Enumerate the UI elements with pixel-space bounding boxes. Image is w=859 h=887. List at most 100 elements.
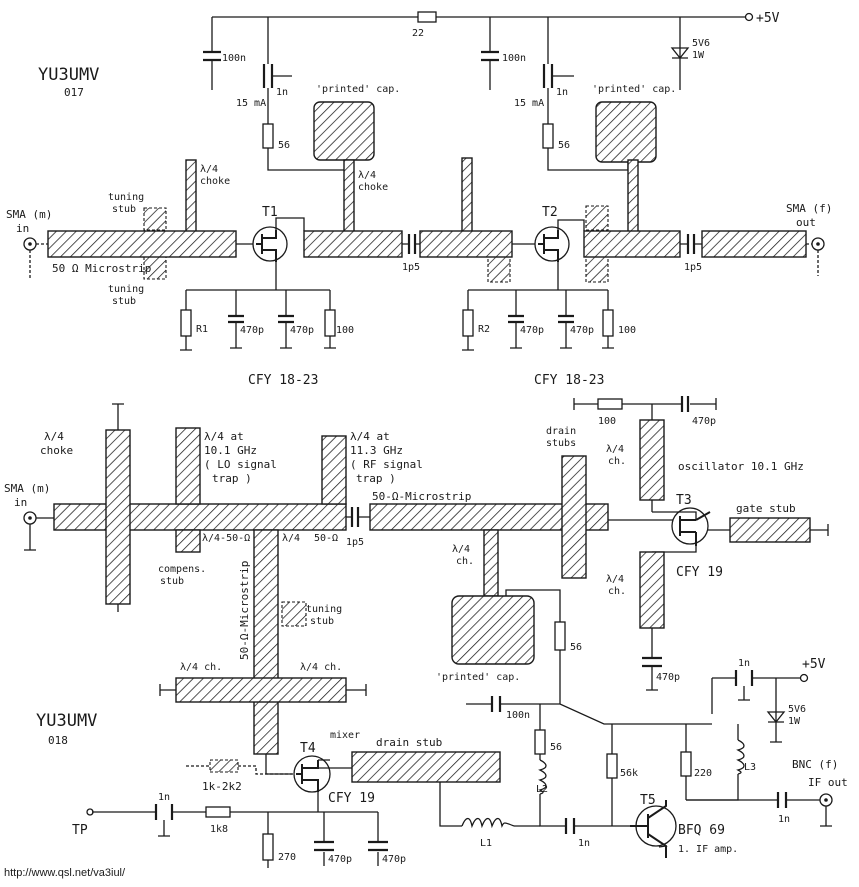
label-sma-in-bottom: SMA (m): [4, 482, 50, 495]
label-470p-b: 470p: [290, 325, 314, 336]
resistor-56-a: [554, 621, 566, 651]
label-15ma-stage2: 15 mA: [514, 98, 544, 109]
label-cfy19-osc: CFY 19: [676, 565, 723, 580]
label-t2: T2: [542, 205, 558, 220]
label-tuning-bot2: stub: [112, 296, 136, 307]
resistor-100-osc: [597, 398, 623, 410]
label-zener-5v6-bottom: 5V6: [788, 704, 806, 715]
label-choke-a: λ/4: [200, 164, 218, 175]
label-470p-c: 470p: [520, 325, 544, 336]
label-r22: 22: [412, 28, 424, 39]
gate-stub: [729, 517, 811, 543]
label-lambda-ch-right: λ/4 ch.: [300, 662, 342, 673]
resistor-r1: [180, 309, 192, 337]
label-1p5-bottom: 1p5: [346, 537, 364, 548]
label-1n-mid: 1n: [578, 838, 590, 849]
label-compens-1: compens.: [158, 564, 206, 575]
label-cfy-stage2: CFY 18-23: [534, 373, 604, 388]
drain1-microstrip: [303, 230, 403, 258]
label-microstrip-vertical: 50-Ω-Microstrip: [238, 561, 251, 660]
resistor-100-a: [324, 309, 336, 337]
vertical-microstrip: [253, 529, 279, 755]
callsign-bottom: YU3UMV: [36, 711, 97, 731]
drain-resistor-stage2: [542, 123, 554, 149]
label-compens-2: stub: [160, 576, 184, 587]
label-100n-bottom: 100n: [506, 710, 530, 721]
test-point: [86, 808, 94, 816]
label-t4: T4: [300, 741, 316, 756]
label-1n-out: 1n: [778, 814, 790, 825]
label-zener-1w-bottom: 1W: [788, 716, 801, 727]
mixer-schematic-018: YU3UMV 018 SMA (m) in 1p5 50-Ω-Microstri…: [4, 396, 848, 868]
lambda-ch-stub: [483, 529, 499, 597]
label-56-stage2: 56: [558, 140, 570, 151]
label-1n-tp: 1n: [158, 792, 170, 803]
label-mixer: mixer: [330, 730, 360, 741]
label-osc-ch-1: λ/4: [606, 444, 624, 455]
label-out-top: out: [796, 216, 816, 229]
resistor-220: [680, 751, 692, 777]
label-choke-a2: choke: [200, 176, 230, 187]
compensation-stub: [175, 529, 201, 553]
resistor-r2: [462, 309, 474, 337]
label-supply-top: +5V: [756, 11, 780, 26]
label-t5: T5: [640, 793, 656, 808]
printed-cap-stage2: [595, 101, 657, 163]
label-100-osc: 100: [598, 416, 616, 427]
label-gate-stub: gate stub: [736, 502, 796, 515]
resistor-1k8: [205, 806, 231, 818]
label-220: 220: [694, 768, 712, 779]
figure-number-bottom: 018: [48, 734, 68, 747]
label-470p-tp-a: 470p: [328, 854, 352, 865]
label-tuning-bottom-2: stub: [310, 616, 334, 627]
label-rf-trap-3: ( RF signal: [350, 458, 423, 471]
label-sma-out-top: SMA (f): [786, 202, 832, 215]
label-56-a: 56: [570, 642, 582, 653]
label-microstrip-top: 50 Ω Microstrip: [52, 262, 151, 275]
label-t3: T3: [676, 493, 692, 508]
label-oscillator: oscillator 10.1 GHz: [678, 460, 804, 473]
lo-trap-stub: [175, 427, 201, 505]
supply-resistor-22: [417, 11, 437, 23]
drain-resistor-stage1: [262, 123, 274, 149]
tuning-stub-top: [143, 207, 167, 231]
label-tuning-bot1: tuning: [108, 284, 144, 295]
label-rf-trap-4: trap ): [356, 472, 396, 485]
tuning-stub-bottom: [281, 601, 307, 627]
choke-stub-input: [185, 159, 197, 233]
printed-cap-stage1: [313, 101, 375, 161]
label-tuning-top2: stub: [112, 204, 136, 215]
stub-interstage: [461, 157, 473, 233]
label-in-top: in: [16, 222, 29, 235]
label-drain-stubs-2: stubs: [546, 438, 576, 449]
label-bfq69: BFQ 69: [678, 823, 725, 838]
lo-choke-horizontal: [175, 677, 347, 703]
label-osc-ch-2: ch.: [608, 456, 626, 467]
label-ms-3: 50-Ω: [314, 533, 338, 544]
label-270: 270: [278, 852, 296, 863]
resistor-100-b: [602, 309, 614, 337]
supply-terminal-bottom: [799, 673, 809, 683]
label-rf-trap-1: λ/4 at: [350, 430, 390, 443]
figure-number-top: 017: [64, 86, 84, 99]
label-bnc: BNC (f): [792, 758, 838, 771]
label-tp: TP: [72, 823, 88, 838]
label-1k8: 1k8: [210, 824, 228, 835]
label-tuning-bottom-1: tuning: [306, 604, 342, 615]
label-l2: L2: [536, 784, 548, 795]
label-1k-2k2: 1k-2k2: [202, 780, 242, 793]
label-lo-trap-1: λ/4 at: [204, 430, 244, 443]
label-ms-1: λ/4-50-Ω: [202, 533, 250, 544]
label-lo-trap-3: ( LO signal: [204, 458, 277, 471]
label-l1: L1: [480, 838, 492, 849]
label-drain-stubs-1: drain: [546, 426, 576, 437]
label-cfy19-mixer: CFY 19: [328, 791, 375, 806]
label-printed-cap-bottom: 'printed' cap.: [436, 672, 520, 683]
label-drain-stub: drain stub: [376, 736, 442, 749]
callsign-top: YU3UMV: [38, 65, 99, 85]
fet-t3: [671, 507, 709, 545]
label-osc-ch-4: ch.: [608, 586, 626, 597]
label-if-amp: 1. IF amp.: [678, 844, 738, 855]
label-in-bottom: in: [14, 496, 27, 509]
